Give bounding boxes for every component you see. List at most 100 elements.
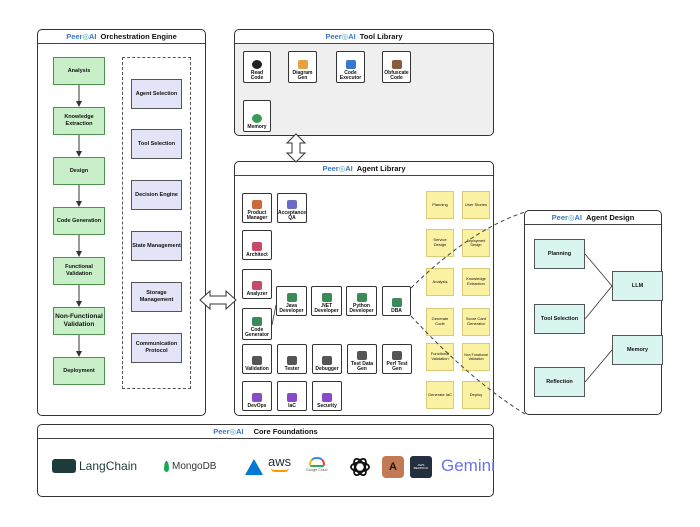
agent-analyzer[interactable]: Analyzer <box>242 269 272 299</box>
bedrock-label: AWS BEDROCK <box>413 462 429 470</box>
design-llm[interactable]: LLM <box>612 271 663 301</box>
agent-label: Validation <box>245 365 269 372</box>
service-state-management[interactable]: State Management <box>131 231 182 261</box>
tool-label: Memory <box>247 123 267 130</box>
note-generate-iac: Generate IaC <box>426 381 454 409</box>
agent-label: Test Data Gen <box>350 360 374 372</box>
tool-memory[interactable]: Memory <box>243 100 271 132</box>
agent-icon <box>322 355 332 365</box>
agent-tester[interactable]: Tester <box>277 344 307 374</box>
code-icon <box>345 59 356 69</box>
agent-dba[interactable]: DBA <box>382 286 411 316</box>
mongodb-label: MongoDB <box>172 461 217 472</box>
design-memory[interactable]: Memory <box>612 335 663 365</box>
agent-icon <box>286 292 297 302</box>
flow-step-analysis[interactable]: Analysis <box>53 57 105 85</box>
agent-icon <box>287 199 297 209</box>
google-cloud-logo: Google Cloud <box>306 457 327 472</box>
agent-icon <box>357 350 367 360</box>
tool-code-executor[interactable]: Code Executor <box>336 51 365 83</box>
agent-devops[interactable]: DevOps <box>242 381 272 411</box>
flow-step-code-generation[interactable]: Code Generation <box>53 207 105 235</box>
agent-security[interactable]: Security <box>312 381 342 411</box>
agent-icon <box>287 392 297 402</box>
agent-label: IaC <box>288 402 296 409</box>
design-tool-selection[interactable]: Tool Selection <box>534 304 585 334</box>
design-planning[interactable]: Planning <box>534 239 585 269</box>
langchain-logo: LangChain <box>52 459 137 473</box>
flow-step-functional-validation[interactable]: Functional Validation <box>53 257 105 285</box>
agent-product-manager[interactable]: Product Manager <box>242 193 272 223</box>
service-agent-selection[interactable]: Agent Selection <box>131 79 182 109</box>
note-functional-validation: Functional Validation <box>426 343 454 371</box>
service-decision-engine[interactable]: Decision Engine <box>131 180 182 210</box>
agent-debugger[interactable]: Debugger <box>312 344 342 374</box>
note-score-card-generator: Score Card Generator <box>462 308 490 336</box>
flow-step-non-functional-validation[interactable]: Non-Functional Validation <box>53 307 105 335</box>
agent-perf-test-gen[interactable]: Perf Test Gen <box>382 344 412 374</box>
note-non-functional-validation: Non Functional Validation <box>462 343 490 371</box>
agent-label: Java Developer <box>279 302 304 314</box>
aws-logo: aws <box>268 455 291 472</box>
brand-ai: AI <box>89 32 97 41</box>
agent-code-generator[interactable]: Code Generator <box>242 308 272 340</box>
brand-peer: Peer <box>322 164 339 173</box>
agent-library-header: Peer◎AI Agent Library <box>235 162 493 176</box>
service-storage-management[interactable]: Storage Management <box>131 282 182 312</box>
tool-label: Diagram Gen <box>292 69 313 81</box>
agent-library-title: Agent Library <box>356 164 406 173</box>
agent-label: Architect <box>246 251 268 258</box>
agent-test-data-gen[interactable]: Test Data Gen <box>347 344 377 374</box>
tool-label: Read Code <box>250 69 264 81</box>
agent-icon <box>322 392 332 402</box>
agent-icon <box>252 355 262 365</box>
orchestration-engine-title: Orchestration Engine <box>100 32 177 41</box>
agent-validation[interactable]: Validation <box>242 344 272 374</box>
agent-label: DBA <box>391 307 402 314</box>
note-service-design: Service Design <box>426 229 454 257</box>
langchain-label: LangChain <box>79 459 138 473</box>
agent-architect[interactable]: Architect <box>242 230 272 260</box>
agent-label: Tester <box>284 365 300 372</box>
brand-peer: Peer <box>325 32 342 41</box>
tool-obfuscate-code[interactable]: Obfuscate Code <box>382 51 411 83</box>
agent-label: Security <box>317 402 337 409</box>
agent-dotnet-developer[interactable]: .NET Developer <box>311 286 342 316</box>
tool-label: Code Executor <box>339 69 362 81</box>
github-icon <box>252 59 262 69</box>
tool-diagram-gen[interactable]: Diagram Gen <box>288 51 317 83</box>
tool-label: Obfuscate Code <box>384 69 409 81</box>
brand-ai: AI <box>236 427 244 436</box>
agent-iac[interactable]: IaC <box>277 381 307 411</box>
agent-icon <box>391 297 402 307</box>
design-reflection[interactable]: Reflection <box>534 367 585 397</box>
agent-design-header: Peer◎AI Agent Design <box>525 211 661 225</box>
note-deploy: Deploy <box>462 381 490 409</box>
agent-java-developer[interactable]: Java Developer <box>276 286 307 316</box>
agent-icon <box>252 316 262 326</box>
bedrock-icon: AWS BEDROCK <box>410 456 432 478</box>
openai-icon <box>350 457 370 477</box>
aws-label: aws <box>268 454 292 469</box>
core-foundations-header: Peer◎AI Core Foundations <box>38 425 493 439</box>
google-cloud-label: Google Cloud <box>306 468 328 472</box>
azure-icon <box>245 459 263 475</box>
brand-peer: Peer <box>66 32 83 41</box>
azure-logo <box>245 459 263 475</box>
aws-smile-icon <box>270 468 289 472</box>
flow-step-design[interactable]: Design <box>53 157 105 185</box>
brand-peer: Peer <box>551 213 568 222</box>
brand-ai: AI <box>348 32 356 41</box>
agent-python-developer[interactable]: Python Developer <box>346 286 377 316</box>
service-tool-selection[interactable]: Tool Selection <box>131 129 182 159</box>
core-foundations-title: Core Foundations <box>253 427 318 436</box>
agent-acceptance-qa[interactable]: Acceptance QA <box>277 193 307 223</box>
service-communication-protocol[interactable]: Communication Protocol <box>131 333 182 363</box>
flow-step-knowledge-extraction[interactable]: Knowledge Extraction <box>53 107 105 135</box>
tool-read-code[interactable]: Read Code <box>243 51 271 83</box>
leaf-icon <box>164 461 169 472</box>
flow-step-deployment[interactable]: Deployment <box>53 357 105 385</box>
note-generate-code: Generate Code <box>426 308 454 336</box>
agent-icon <box>252 280 262 290</box>
gemini-logo: Gemini <box>441 456 495 476</box>
